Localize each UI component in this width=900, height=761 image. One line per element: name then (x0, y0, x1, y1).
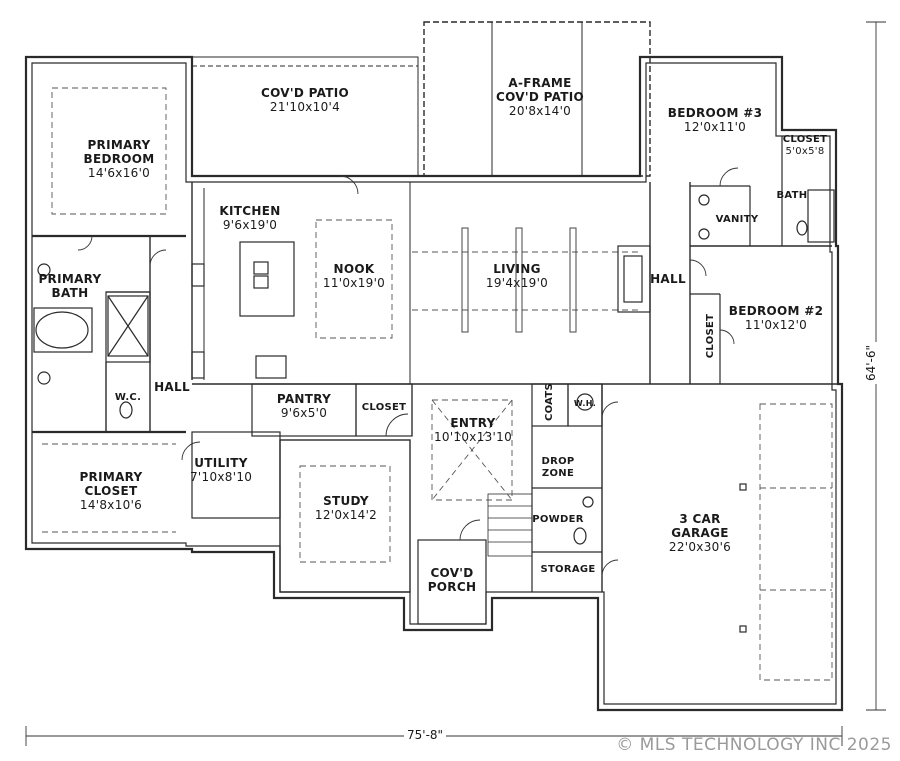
covd-patio-label: COV'D PATIO 21'10x10'4 (250, 86, 360, 114)
room-name: VANITY (715, 214, 759, 225)
room-dims: 5'0x5'8 (785, 146, 825, 157)
room-name: W.C. (114, 392, 142, 403)
closet-b2-label: CLOSET (705, 311, 717, 361)
room-dims: 11'0x19'0 (322, 276, 386, 290)
room-dims: 9'6x19'0 (222, 218, 278, 232)
primary-bedroom-label: PRIMARY BEDROOM 14'6x16'0 (64, 138, 174, 180)
exterior-wall (24, 55, 844, 712)
room-dims: 19'4x19'0 (485, 276, 549, 290)
room-name: STUDY (323, 494, 369, 508)
room-dims: 12'0x14'2 (314, 508, 378, 522)
room-name: UTILITY (194, 456, 248, 470)
room-name: CLOSET (361, 402, 407, 413)
covd-patio-outline (191, 56, 419, 177)
copyright-watermark: © MLS TECHNOLOGY INC 2025 (616, 735, 892, 755)
room-dims: 10'10x13'10 (433, 430, 513, 444)
hall-right-label: HALL (648, 272, 688, 286)
room-name: COATS (544, 382, 555, 422)
room-name: ZONE (541, 468, 575, 479)
bedroom3-label: BEDROOM #3 12'0x11'0 (660, 106, 770, 134)
utility-label: UTILITY 7'10x8'10 (190, 456, 252, 484)
wh-label: W.H. (566, 398, 604, 410)
living-label: LIVING 19'4x19'0 (472, 262, 562, 290)
hall-left-label: HALL (152, 380, 192, 394)
room-name: KITCHEN (219, 204, 281, 218)
room-name: POWDER (532, 514, 584, 525)
room-name: PRIMARY (87, 138, 151, 152)
room-name: PRIMARY (79, 470, 143, 484)
room-name: 3 CAR (679, 512, 721, 526)
aframe-patio-outline (423, 21, 651, 177)
room-name: HALL (650, 272, 686, 286)
closet-entry-label: CLOSET (358, 402, 410, 414)
room-name: LIVING (493, 262, 541, 276)
powder-label: POWDER (532, 514, 584, 526)
storage-label: STORAGE (536, 564, 600, 576)
room-dims: 22'0x30'6 (668, 540, 732, 554)
room-name: COV'D (430, 566, 474, 580)
fireplace (617, 245, 651, 313)
room-name: CLOSET (705, 313, 716, 359)
room-dims: 20'8x14'0 (508, 104, 572, 118)
nook-label: NOOK 11'0x19'0 (312, 262, 396, 290)
overall-width-dimension: 75'-8" (404, 728, 447, 742)
kitchen-label: KITCHEN 9'6x19'0 (210, 204, 290, 232)
room-dims: 21'10x10'4 (269, 100, 341, 114)
room-name: DROP (541, 456, 575, 467)
room-name: HALL (154, 380, 190, 394)
room-name: PORCH (427, 580, 477, 594)
primary-closet-label: PRIMARY CLOSET 14'8x10'6 (56, 470, 166, 512)
room-name: A-FRAME (508, 76, 572, 90)
aframe-patio-label: A-FRAME COV'D PATIO 20'8x14'0 (480, 76, 600, 118)
room-name: CLOSET (84, 484, 138, 498)
bedroom2-label: BEDROOM #2 11'0x12'0 (724, 304, 828, 332)
room-name: W.H. (573, 399, 597, 408)
vanity-label: VANITY (712, 214, 762, 226)
drop-zone-label: DROP ZONE (530, 456, 586, 480)
room-name: BEDROOM (83, 152, 155, 166)
room-name: COV'D PATIO (496, 90, 584, 104)
room-name: BATH (776, 190, 808, 201)
room-name: PRIMARY (38, 272, 102, 286)
bathtub-icon (35, 311, 89, 349)
covd-porch-label: COV'D PORCH (418, 566, 486, 594)
entry-label: ENTRY 10'10x13'10 (428, 416, 518, 444)
room-dims: 12'0x11'0 (683, 120, 747, 134)
room-name: ENTRY (450, 416, 496, 430)
room-dims: 14'8x10'6 (79, 498, 143, 512)
room-dims: 9'6x5'0 (280, 406, 328, 420)
room-dims: 7'10x8'10 (190, 470, 253, 484)
room-name: COV'D PATIO (261, 86, 349, 100)
room-name: BEDROOM #2 (728, 304, 824, 318)
closet-b3-label: CLOSET 5'0x5'8 (780, 134, 830, 158)
room-dims: 14'6x16'0 (87, 166, 151, 180)
room-name: STORAGE (540, 564, 596, 575)
kitchen-island (239, 241, 295, 317)
wc-label: W.C. (110, 392, 146, 404)
room-name: CLOSET (782, 134, 828, 145)
study-label: STUDY 12'0x14'2 (306, 494, 386, 522)
coats-label: COATS (544, 378, 556, 426)
room-name: NOOK (333, 262, 375, 276)
garage-label: 3 CAR GARAGE 22'0x30'6 (648, 512, 752, 554)
room-name: BATH (51, 286, 89, 300)
room-name: BEDROOM #3 (667, 106, 763, 120)
pantry-label: PANTRY 9'6x5'0 (260, 392, 348, 420)
room-name: PANTRY (276, 392, 332, 406)
bath-label: BATH (772, 190, 812, 202)
overall-depth-dimension: 64'-6" (864, 341, 879, 385)
primary-bath-label: PRIMARY BATH (32, 272, 108, 300)
room-name: GARAGE (671, 526, 729, 540)
room-dims: 11'0x12'0 (744, 318, 808, 332)
